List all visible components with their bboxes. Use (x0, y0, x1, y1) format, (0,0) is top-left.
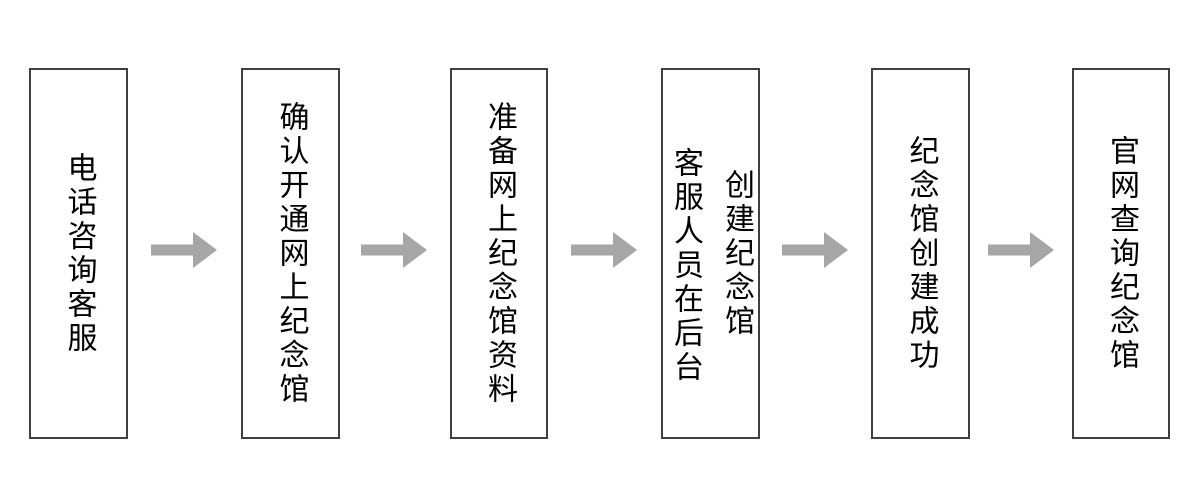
flow-step-1: 电话咨询客服 (29, 68, 128, 439)
flow-step-3: 准备网上纪念馆资料 (450, 68, 548, 439)
arrow-right-icon (571, 232, 637, 268)
flow-step-2: 确认开通网上纪念馆 (241, 68, 340, 439)
flow-step-1-label: 电话咨询客服 (62, 151, 96, 356)
flow-step-4-label-line-2: 创建纪念馆 (720, 168, 753, 339)
flow-step-4-label-line-1: 客服人员在后台 (669, 146, 702, 385)
flow-step-5: 纪念馆创建成功 (871, 68, 970, 439)
arrow-right-icon (361, 232, 427, 268)
flow-step-6-label: 官网查询纪念馆 (1105, 134, 1138, 373)
flow-step-3-label: 准备网上纪念馆资料 (483, 100, 516, 407)
arrow-right-icon (782, 232, 848, 268)
flow-step-5-label: 纪念馆创建成功 (904, 134, 938, 373)
arrow-right-icon (988, 232, 1054, 268)
flow-step-6: 官网查询纪念馆 (1072, 68, 1170, 439)
flow-step-4: 客服人员在后台 创建纪念馆 (661, 68, 760, 439)
arrow-right-icon (151, 232, 217, 268)
flow-step-2-label: 确认开通网上纪念馆 (274, 100, 308, 407)
